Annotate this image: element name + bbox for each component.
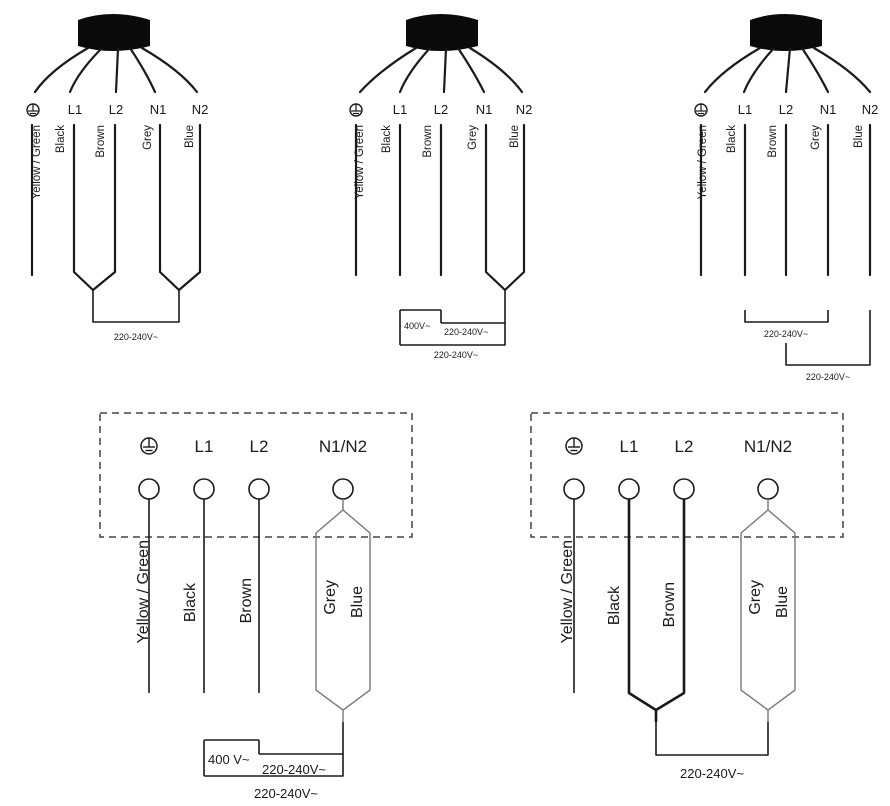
terminal-label-l1: L1 [68,102,82,117]
wire-label-black: Black [182,582,199,622]
voltage-label-230-n2: 220-240V~ [806,372,850,382]
terminal-label-n1n2: N1/N2 [319,437,367,456]
wire-grey-blue-bundle [315,499,371,722]
terminal-label-l2: L2 [779,102,793,117]
diagram-bottom-2: L1 L2 N1/N2 Yellow / Green Black Brown G… [530,412,844,781]
terminal-label-l1: L1 [393,102,407,117]
voltage-label-230: 220-240V~ [114,332,158,342]
wire-label-grey: Grey [467,125,479,150]
voltage-bracket-230-l2 [259,722,344,755]
voltage-bracket-230 [655,722,769,756]
cable-fan [358,46,524,94]
wire-label-yellow-green: Yellow / Green [135,540,152,643]
voltage-bracket-230-n1 [744,310,829,323]
terminal-label-l1: L1 [738,102,752,117]
wire-label-brown: Brown [238,578,255,623]
voltage-label-400: 400V~ [404,321,430,331]
diagram-bottom-1: L1 L2 N1/N2 Yellow / Green Black Brown G… [99,412,413,801]
wire-label-yellow-green: Yellow / Green [31,125,43,199]
terminal-label-l2: L2 [109,102,123,117]
terminal-label-n2: N2 [192,102,209,117]
terminal-block-outline [530,412,844,538]
voltage-label-400: 400 V~ [208,752,250,767]
terminal-l2 [248,478,270,500]
terminal-label-l2: L2 [434,102,448,117]
diagram-top-3: L1 L2 N1 N2 Yellow / Green Black Brown G… [694,14,879,382]
wire-label-blue: Blue [853,125,865,148]
wire-label-black: Black [381,125,393,153]
wire-label-black: Black [606,585,623,625]
wire-label-brown: Brown [422,125,434,158]
cable-fan [703,46,872,94]
terminal-l1 [193,478,215,500]
wire-label-grey: Grey [747,580,764,615]
terminal-l2 [673,478,695,500]
wire-label-grey: Grey [142,125,154,150]
voltage-label-230-l2: 220-240V~ [444,327,488,337]
terminal-label-l1: L1 [620,437,639,456]
cable-cap [750,14,822,51]
wire-label-yellow-green: Yellow / Green [559,540,576,643]
voltage-bracket-230-l1 [204,754,344,777]
voltage-bracket-230 [92,290,180,323]
voltage-label-230-l2: 220-240V~ [262,762,326,777]
earth-symbol-icon [694,103,708,117]
diagram-top-1: L1 L2 N1 N2 Yellow / Green Black Brown G… [26,14,209,342]
terminal-label-n1: N1 [150,102,167,117]
terminal-block-outline [99,412,413,538]
cable-fan [33,46,199,94]
wire-label-blue: Blue [349,586,366,618]
voltage-bracket-400 [399,309,442,345]
cable-cap [78,14,150,51]
voltage-bracket-230-n2 [785,310,871,366]
wire-grey-blue-bundle [740,499,796,722]
voltage-label-230-n1: 220-240V~ [764,329,808,339]
wire-label-yellow-green: Yellow / Green [697,125,709,199]
wire-n1-n2-joined [158,123,202,292]
cable-cap [406,14,478,51]
terminal-n1n2 [332,478,354,500]
wire-label-brown: Brown [95,125,107,158]
diagram-top-2: L1 L2 N1 N2 Yellow / Green Black Brown G… [349,14,533,360]
wire-label-blue: Blue [509,125,521,148]
terminal-label-n2: N2 [516,102,533,117]
terminal-label-n1: N1 [476,102,493,117]
wire-label-brown: Brown [767,125,779,158]
wire-label-brown: Brown [661,582,678,627]
terminal-label-n1n2: N1/N2 [744,437,792,456]
voltage-bracket-400 [203,739,260,776]
terminal-label-n2: N2 [862,102,879,117]
earth-symbol-icon [349,103,363,117]
wire-l1-l2-joined [627,499,686,722]
voltage-label-230-l1: 220-240V~ [434,350,478,360]
earth-symbol-icon [565,437,583,455]
wire-label-grey: Grey [322,580,339,615]
wire-label-black: Black [55,125,67,153]
wire-label-grey: Grey [810,125,822,150]
voltage-label-230-l1: 220-240V~ [254,786,318,801]
terminal-l1 [618,478,640,500]
voltage-bracket-230-l2 [441,290,506,324]
voltage-bracket-230-l1 [400,323,506,346]
terminal-earth [563,478,585,500]
terminal-label-l2: L2 [250,437,269,456]
terminal-label-n1: N1 [820,102,837,117]
terminal-earth [138,478,160,500]
terminal-n1n2 [757,478,779,500]
wire-label-black: Black [726,125,738,153]
earth-symbol-icon [140,437,158,455]
voltage-label-230: 220-240V~ [680,766,744,781]
wire-n1-n2-joined [484,123,526,292]
wire-label-blue: Blue [184,125,196,148]
terminal-label-l1: L1 [195,437,214,456]
wire-label-blue: Blue [774,586,791,618]
earth-symbol-icon [26,103,40,117]
terminal-label-l2: L2 [675,437,694,456]
